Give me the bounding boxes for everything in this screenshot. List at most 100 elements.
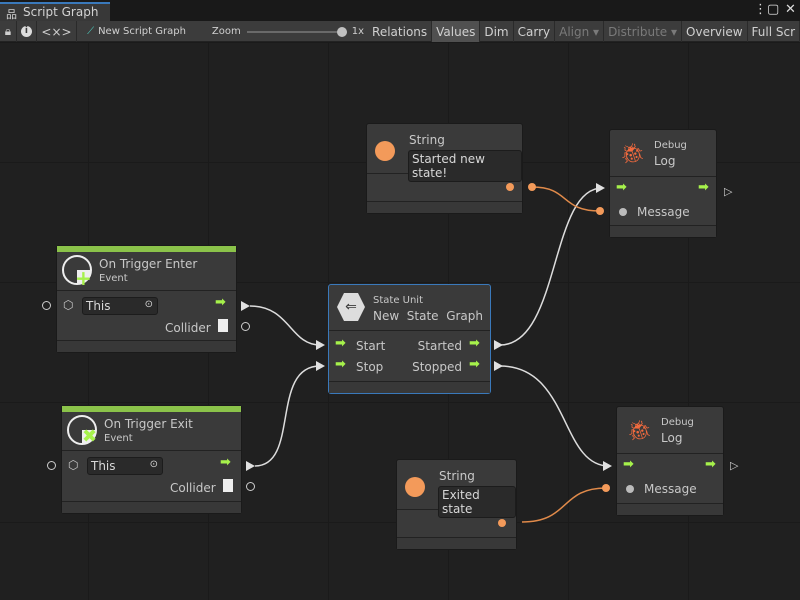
log2-message-connector[interactable] xyxy=(602,484,610,492)
enter-output-port[interactable] xyxy=(241,301,250,311)
node-title: On Trigger Enter xyxy=(99,257,198,271)
started-arrow-icon: ➡ xyxy=(469,336,480,351)
message-port-icon xyxy=(619,208,627,216)
on-trigger-enter-node[interactable]: + On Trigger Enter Event ⬡ This⊙ ➡ Colli… xyxy=(56,245,237,353)
object-picker-icon[interactable]: ⊙ xyxy=(149,459,158,470)
stopped-arrow-icon: ➡ xyxy=(469,357,480,372)
message-label: Message xyxy=(637,205,690,219)
target-field[interactable]: This ⊙ xyxy=(82,297,158,315)
trigger-icon xyxy=(67,415,97,445)
event-bar xyxy=(57,246,236,252)
zoom-label: Zoom xyxy=(211,26,241,37)
relations-button[interactable]: Relations xyxy=(368,21,433,42)
target-value: This xyxy=(86,299,111,313)
stop-label: Stop xyxy=(356,360,384,374)
string-node-2[interactable]: String Exited state xyxy=(396,459,517,550)
log2-input-port[interactable] xyxy=(603,461,612,471)
enter-collider-port[interactable] xyxy=(241,322,250,331)
string-icon xyxy=(375,141,395,161)
state-unit-node[interactable]: ⇐ State Unit New State Graph ➡ Start ➡ S… xyxy=(328,284,491,394)
debug-log-node-1[interactable]: 🐞︎ Debug Log ➡ ➡ Message xyxy=(609,129,717,238)
lock-button[interactable]: 🔒︎ xyxy=(0,21,17,42)
log2-output-port[interactable]: ▷ xyxy=(730,459,739,472)
started-label: Started xyxy=(417,339,462,353)
node-subtitle: Event xyxy=(99,273,128,284)
start-input-port[interactable] xyxy=(316,340,325,350)
carry-button[interactable]: Carry xyxy=(514,21,556,42)
x-icon: ✖ xyxy=(82,426,98,447)
lock-icon: 🔒︎ xyxy=(4,24,12,38)
exit-target-input-port[interactable] xyxy=(47,461,56,470)
exit-output-port[interactable] xyxy=(246,461,255,471)
node-category: State Unit xyxy=(373,295,424,306)
tab-script-graph[interactable]: 品 Script Graph xyxy=(0,2,110,21)
tab-bar: 品 Script Graph ⋮ ▢ ✕ xyxy=(0,0,800,21)
target-value: This xyxy=(91,459,116,473)
stopped-output-port[interactable] xyxy=(494,361,503,371)
embed-label: <×> xyxy=(41,24,72,39)
trigger-output-arrow-icon: ➡ xyxy=(220,455,231,470)
tab-title: Script Graph xyxy=(23,5,99,19)
string1-connector[interactable] xyxy=(528,183,536,191)
collider-label: Collider xyxy=(165,321,211,335)
control-output-arrow-icon: ➡ xyxy=(698,180,709,195)
on-trigger-exit-node[interactable]: ✖ On Trigger Exit Event ⬡ This⊙ ➡ Collid… xyxy=(61,405,242,514)
embed-button[interactable]: <×> xyxy=(37,21,78,42)
zoom-slider[interactable] xyxy=(246,26,347,37)
overview-button[interactable]: Overview xyxy=(682,21,748,42)
distribute-dropdown[interactable]: Distribute ▾ xyxy=(604,21,683,42)
start-arrow-icon: ➡ xyxy=(335,336,346,351)
started-output-port[interactable] xyxy=(494,340,503,350)
full-screen-button[interactable]: Full Scr xyxy=(748,21,800,42)
info-button[interactable]: i xyxy=(17,21,37,42)
graph-name[interactable]: New Script Graph xyxy=(98,26,186,37)
control-output-arrow-icon: ➡ xyxy=(705,457,716,472)
document-icon xyxy=(218,319,228,332)
string-output-port[interactable] xyxy=(506,183,514,191)
info-icon: i xyxy=(20,26,32,37)
start-label: Start xyxy=(356,339,386,353)
node-category: Debug xyxy=(661,417,694,428)
bug-icon: 🐞︎ xyxy=(627,418,653,442)
stop-input-port[interactable] xyxy=(316,361,325,371)
target-field[interactable]: This ⊙ xyxy=(87,457,163,475)
bug-icon: 🐞︎ xyxy=(620,141,646,165)
message-label: Message xyxy=(644,482,697,496)
object-picker-icon[interactable]: ⊙ xyxy=(144,299,153,310)
dim-button[interactable]: Dim xyxy=(480,21,514,42)
node-title: On Trigger Exit xyxy=(104,417,193,431)
log1-message-connector[interactable] xyxy=(596,207,604,215)
close-icon[interactable]: ✕ xyxy=(785,2,796,17)
control-input-arrow-icon: ➡ xyxy=(623,457,634,472)
node-title: Log xyxy=(661,431,683,445)
cube-icon: ⬡ xyxy=(68,458,79,472)
graph-icon: ⟋ xyxy=(87,26,95,37)
string-value-input[interactable]: Started new state! xyxy=(408,150,522,182)
event-bar xyxy=(62,406,241,412)
string-output-port[interactable] xyxy=(498,519,506,527)
exit-collider-port[interactable] xyxy=(246,482,255,491)
document-icon xyxy=(223,479,233,492)
node-title: String xyxy=(409,133,445,147)
enter-target-input-port[interactable] xyxy=(42,301,51,310)
cube-icon: ⬡ xyxy=(63,298,74,312)
string-value-input[interactable]: Exited state xyxy=(438,486,516,518)
values-button[interactable]: Values xyxy=(432,21,481,42)
log1-output-port[interactable]: ▷ xyxy=(724,185,733,198)
hierarchy-icon: 品 xyxy=(6,8,17,21)
node-category: Debug xyxy=(654,140,687,151)
align-dropdown[interactable]: Align ▾ xyxy=(555,21,605,42)
trigger-icon xyxy=(62,255,92,285)
zoom-slider-handle[interactable] xyxy=(336,26,347,37)
collider-label: Collider xyxy=(170,481,216,495)
plus-icon: + xyxy=(75,266,92,290)
string-node-1[interactable]: String Started new state! xyxy=(366,123,523,214)
maximize-icon[interactable]: ▢ xyxy=(767,2,780,17)
node-title: String xyxy=(439,469,475,483)
zoom-value: 1x xyxy=(351,26,365,37)
graph-info: ⟋ New Script Graph Zoom 1x xyxy=(77,21,368,42)
log1-input-port[interactable] xyxy=(596,183,605,193)
debug-log-node-2[interactable]: 🐞︎ Debug Log ➡ ➡ Message xyxy=(616,406,724,516)
node-title: New State Graph xyxy=(373,309,484,323)
kebab-icon[interactable]: ⋮ xyxy=(754,2,767,17)
